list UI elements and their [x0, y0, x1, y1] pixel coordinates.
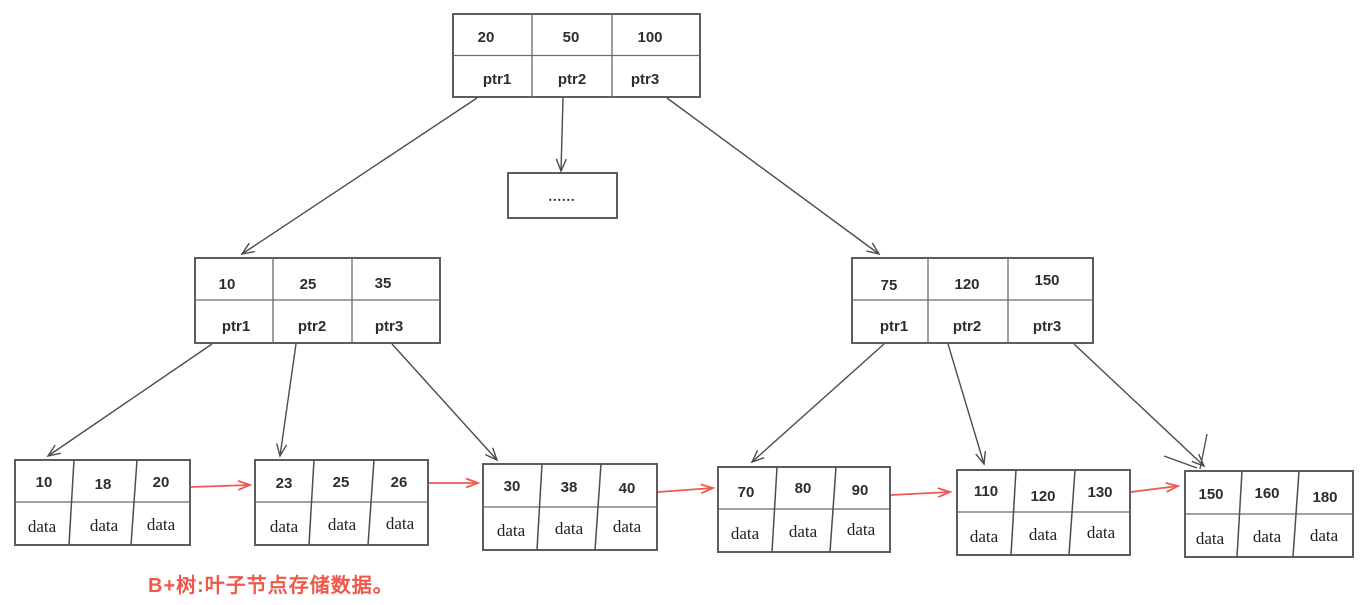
- internal-right-key-1: 75: [881, 277, 898, 294]
- cell-divider: [1010, 469, 1017, 556]
- cell-divider: [130, 459, 138, 546]
- ellipsis-text: ......: [549, 190, 576, 205]
- leaf-node-4: 70 80 90 data data data: [717, 466, 891, 553]
- leaf-5-key-2: 120: [1030, 488, 1055, 505]
- leaf-node-3: 30 38 40 data data data: [482, 463, 658, 551]
- link-leaf3-to-leaf4: [657, 483, 716, 495]
- leaf-1-key-2: 18: [95, 476, 112, 493]
- leaf-4-data-2: data: [789, 522, 818, 541]
- internal-node-right: 75 120 150 ptr1 ptr2 ptr3: [851, 257, 1094, 344]
- leaf-5-key-1: 110: [974, 483, 998, 500]
- link-leaf1-to-leaf2: [190, 480, 253, 491]
- ellipsis-node-box: [507, 172, 618, 219]
- leaf-6-data-3: data: [1310, 526, 1339, 545]
- hand-drawn-stray-stroke: [1199, 433, 1208, 470]
- leaf-2-data-2: data: [328, 515, 357, 534]
- root-pointer-3: ptr3: [631, 71, 659, 88]
- internal-right-pointer-3: ptr3: [1033, 318, 1061, 335]
- leaf-3-data-2: data: [555, 519, 584, 538]
- cell-divider: [1292, 470, 1300, 558]
- internal-left-pointer-2: ptr2: [298, 318, 326, 335]
- tree-edges: [46, 97, 1208, 470]
- leaf-6-key-1: 150: [1198, 486, 1223, 503]
- cell-divider: [829, 466, 837, 553]
- leaf-2-data-1: data: [270, 517, 299, 536]
- leaf-4-data-1: data: [731, 524, 760, 543]
- ellipsis-node: ......: [507, 172, 618, 219]
- cell-divider: [308, 459, 315, 546]
- edge-left-internal-to-leaf-2: [276, 343, 297, 458]
- internal-right-pointer-1: ptr1: [880, 318, 908, 335]
- edge-root-to-left-internal: [240, 97, 478, 256]
- root-pointer-2: ptr2: [558, 71, 586, 88]
- leaf-5-data-1: data: [970, 527, 999, 546]
- internal-left-pointer-1: ptr1: [222, 318, 250, 335]
- leaf-node-5: 110 120 130 data data data: [956, 469, 1131, 556]
- internal-right-key-3: 150: [1034, 272, 1059, 289]
- internal-left-key-3: 35: [375, 275, 392, 292]
- leaf-4-key-2: 80: [795, 480, 812, 497]
- leaf-1-data-3: data: [147, 515, 176, 534]
- leaf-1-data-2: data: [90, 516, 119, 535]
- leaf-3-data-1: data: [497, 521, 526, 540]
- leaf-sibling-links: [190, 477, 1181, 498]
- edge-left-internal-to-leaf-1: [46, 343, 213, 458]
- leaf-3-data-3: data: [613, 517, 642, 536]
- leaf-2-key-1: 23: [276, 475, 293, 492]
- leaf-4-key-1: 70: [738, 484, 755, 501]
- root-pointer-1: ptr1: [483, 71, 511, 88]
- cell-divider: [594, 463, 602, 551]
- leaf-4-key-3: 90: [852, 482, 869, 499]
- leaf-node-1: 10 18 20 data data data: [14, 459, 191, 546]
- cell-divider: [1068, 469, 1076, 556]
- link-leaf5-to-leaf6: [1130, 482, 1181, 493]
- leaf-6-data-2: data: [1253, 527, 1282, 546]
- internal-left-key-1: 10: [219, 276, 236, 293]
- leaf-2-key-3: 26: [391, 474, 408, 491]
- edge-right-internal-to-leaf-5: [947, 343, 987, 466]
- hand-drawn-stray-stroke: [1163, 455, 1198, 469]
- leaf-3-key-3: 40: [619, 480, 636, 497]
- cell-divider: [1236, 470, 1243, 558]
- leaf-1-key-1: 10: [36, 474, 53, 491]
- edge-root-to-ellipsis: [555, 97, 567, 173]
- leaf-5-key-3: 130: [1087, 484, 1112, 501]
- internal-left-pointer-3: ptr3: [375, 318, 403, 335]
- internal-right-pointer-2: ptr2: [953, 318, 981, 335]
- leaf-6-key-2: 160: [1254, 485, 1279, 502]
- cell-divider: [536, 463, 543, 551]
- leaf-2-data-3: data: [386, 514, 415, 533]
- cell-divider: [771, 466, 778, 553]
- leaf-6-data-1: data: [1196, 529, 1225, 548]
- leaf-5-data-2: data: [1029, 525, 1058, 544]
- edge-root-to-right-internal: [666, 97, 881, 256]
- leaf-4-data-3: data: [847, 520, 876, 539]
- cell-divider: [68, 459, 75, 546]
- link-leaf4-to-leaf5: [890, 487, 953, 498]
- leaf-3-key-1: 30: [504, 478, 521, 495]
- edge-left-internal-to-leaf-3: [391, 343, 499, 462]
- leaf-1-data-1: data: [28, 517, 57, 536]
- edge-right-internal-to-leaf-6: [1073, 343, 1206, 468]
- diagram-caption: B+树:叶子节点存储数据。: [148, 573, 394, 597]
- leaf-3-key-2: 38: [561, 479, 578, 496]
- edge-right-internal-to-leaf-4: [750, 343, 885, 464]
- root-key-2: 50: [563, 29, 580, 46]
- leaf-node-6: 150 160 180 data data data: [1184, 470, 1354, 558]
- internal-node-left: 10 25 35 ptr1 ptr2 ptr3: [194, 257, 441, 344]
- root-key-1: 20: [478, 29, 495, 46]
- root-key-3: 100: [637, 29, 662, 46]
- internal-left-key-2: 25: [300, 276, 317, 293]
- leaf-5-data-3: data: [1087, 523, 1116, 542]
- leaf-1-key-3: 20: [153, 474, 170, 491]
- leaf-2-key-2: 25: [333, 474, 350, 491]
- root-node: 20 50 100 ptr1 ptr2 ptr3: [452, 13, 701, 98]
- leaf-6-key-3: 180: [1312, 489, 1337, 506]
- cell-divider: [367, 459, 375, 546]
- internal-right-key-2: 120: [954, 276, 979, 293]
- leaf-node-2: 23 25 26 data data data: [254, 459, 429, 546]
